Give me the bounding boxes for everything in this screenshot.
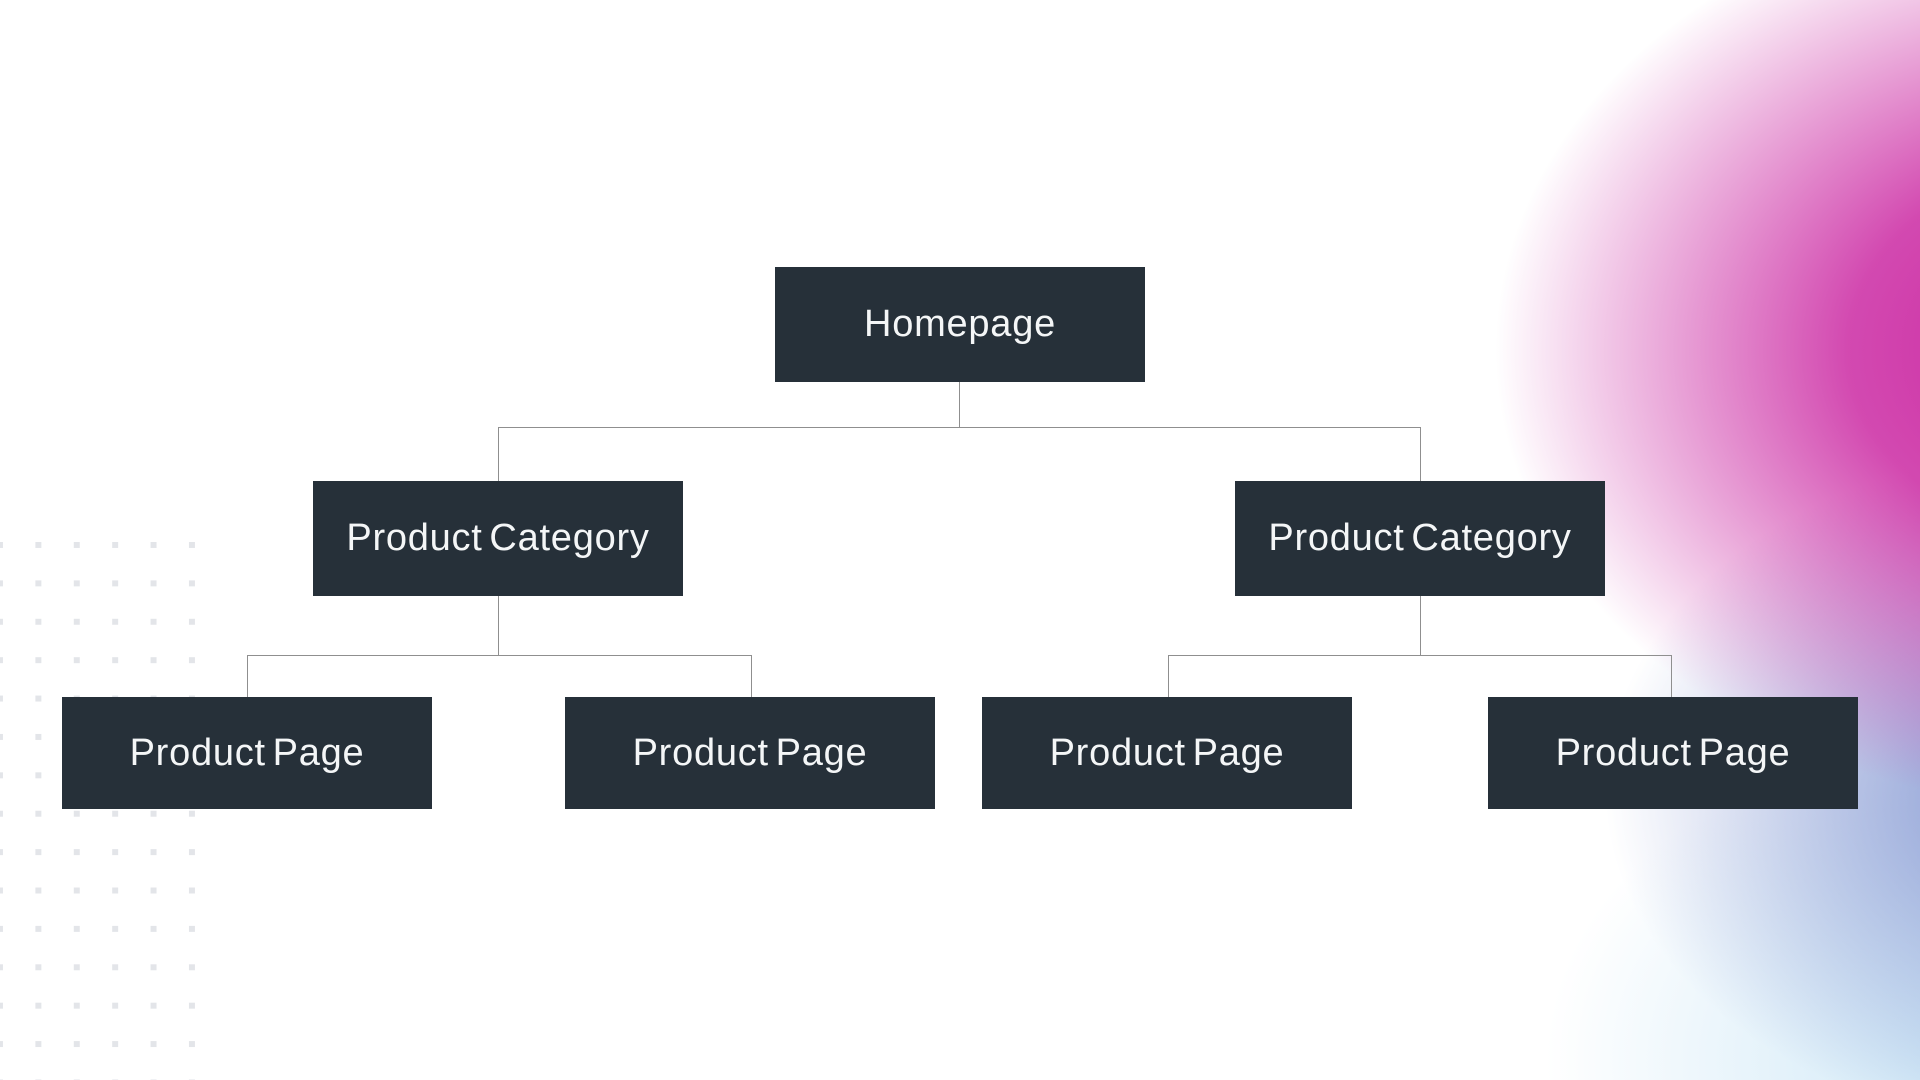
- homepage-node: Homepage: [775, 267, 1145, 382]
- connector-left-horizontal: [247, 655, 752, 656]
- connector-page2-drop: [751, 655, 752, 697]
- product-category-node-1: Product Category: [313, 481, 683, 596]
- dot-grid-decoration: [0, 542, 198, 1080]
- connector-category2-drop: [1420, 427, 1421, 481]
- connector-category2-stem: [1420, 596, 1421, 655]
- connector-category1-drop: [498, 427, 499, 481]
- connector-level1-horizontal: [498, 427, 1420, 428]
- connector-page3-drop: [1168, 655, 1169, 697]
- product-page-node-4: Product Page: [1488, 697, 1858, 809]
- connector-right-horizontal: [1168, 655, 1672, 656]
- connector-category1-stem: [498, 596, 499, 655]
- product-page-node-2: Product Page: [565, 697, 935, 809]
- connector-root-stem: [959, 382, 960, 427]
- product-category-node-2: Product Category: [1235, 481, 1605, 596]
- product-page-node-3: Product Page: [982, 697, 1352, 809]
- connector-page1-drop: [247, 655, 248, 697]
- connector-page4-drop: [1671, 655, 1672, 697]
- product-page-node-1: Product Page: [62, 697, 432, 809]
